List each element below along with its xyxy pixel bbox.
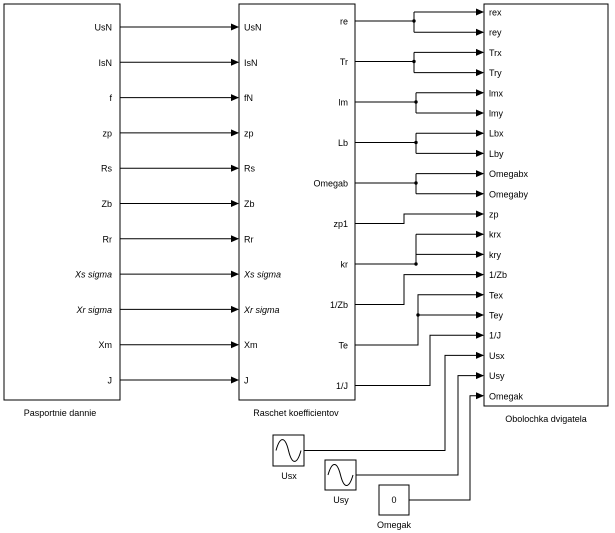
- branch-point: [412, 19, 416, 23]
- branch-point: [414, 100, 418, 104]
- output-port-lm: lm: [339, 98, 349, 108]
- signal-line[interactable]: [409, 392, 484, 501]
- signal-line[interactable]: [356, 372, 484, 476]
- input-port-xs-sigma: Xs sigma: [243, 270, 281, 280]
- sine-wave-icon: [275, 439, 302, 462]
- input-port-xm: Xm: [244, 340, 258, 350]
- input-port-lmx: lmx: [489, 88, 503, 98]
- branch-point: [414, 140, 418, 145]
- branch-point: [412, 59, 416, 64]
- block-usy-sine-wave[interactable]: Usy: [324, 459, 357, 505]
- output-port-1-zb: 1/Zb: [330, 300, 348, 310]
- output-port-zb: Zb: [101, 199, 112, 209]
- input-port-usn: UsN: [244, 23, 262, 33]
- signal-line[interactable]: [355, 271, 484, 305]
- input-port-1-zb: 1/Zb: [489, 270, 507, 280]
- block-name-omegak: Omegak: [377, 520, 412, 530]
- output-port-1-j: 1/J: [336, 381, 348, 391]
- input-port-rr: Rr: [244, 234, 254, 244]
- input-port-rs: Rs: [244, 164, 255, 174]
- output-port-omegab: Omegab: [313, 179, 348, 189]
- input-port-omegak: Omegak: [489, 391, 524, 401]
- input-port-omegaby: Omegaby: [489, 189, 529, 199]
- output-port-xm: Xm: [99, 340, 113, 350]
- input-port-xr-sigma: Xr sigma: [243, 305, 280, 315]
- input-port-zb: Zb: [244, 199, 255, 209]
- input-port-1-j: 1/J: [489, 331, 501, 341]
- output-port-te: Te: [338, 341, 348, 351]
- input-port-isn: IsN: [244, 58, 258, 68]
- input-port-usy: Usy: [489, 371, 505, 381]
- input-port-zp: zp: [244, 128, 254, 138]
- input-port-trx: Trx: [489, 48, 502, 58]
- branch-point: [416, 313, 420, 317]
- output-port-f: f: [109, 93, 112, 103]
- input-port-kry: kry: [489, 250, 501, 260]
- input-port-fn: fN: [244, 93, 253, 103]
- constant-value: 0: [391, 495, 396, 505]
- signal-wires: [120, 8, 484, 501]
- output-port-kr: kr: [341, 260, 349, 270]
- block-name-usx: Usx: [281, 471, 297, 481]
- input-port-lbx: Lbx: [489, 129, 504, 139]
- input-port-j: J: [244, 376, 249, 386]
- input-port-tey: Tey: [489, 311, 504, 321]
- output-port-zp: zp: [102, 128, 112, 138]
- output-port-tr: Tr: [340, 57, 348, 67]
- input-port-lby: Lby: [489, 149, 504, 159]
- output-port-usn: UsN: [95, 23, 113, 33]
- input-port-try: Try: [489, 68, 502, 78]
- block-name-pasportnie-dannie: Pasportnie dannie: [24, 408, 97, 418]
- output-port-rs: Rs: [101, 164, 112, 174]
- signal-line[interactable]: [304, 351, 484, 451]
- sine-wave-icon: [327, 464, 354, 486]
- output-port-xr-sigma: Xr sigma: [75, 305, 112, 315]
- output-port-xs-sigma: Xs sigma: [74, 270, 112, 280]
- block-usx-sine-wave[interactable]: Usx: [272, 434, 305, 481]
- block-name-obolochka-dvigatela: Obolochka dvigatela: [505, 414, 587, 424]
- input-port-zp: zp: [489, 210, 499, 220]
- signal-line[interactable]: [355, 331, 484, 386]
- input-port-lmy: lmy: [489, 109, 503, 119]
- output-port-zp1: zp1: [333, 219, 348, 229]
- input-port-omegabx: Omegabx: [489, 169, 529, 179]
- input-port-usx: Usx: [489, 351, 505, 361]
- output-port-re: re: [340, 17, 348, 27]
- block-name-usy: Usy: [333, 495, 349, 505]
- input-port-krx: krx: [489, 230, 501, 240]
- block-omegak-constant[interactable]: 0 Omegak: [377, 484, 412, 530]
- branch-point: [414, 181, 418, 185]
- signal-line[interactable]: [355, 210, 484, 224]
- output-port-lb: Lb: [338, 138, 348, 148]
- input-port-tex: Tex: [489, 290, 504, 300]
- output-port-rr: Rr: [103, 234, 113, 244]
- branch-point: [414, 262, 418, 266]
- output-port-j: J: [108, 376, 113, 386]
- input-port-rey: rey: [489, 28, 502, 38]
- output-port-isn: IsN: [99, 58, 113, 68]
- block-name-raschet-koefficientov: Raschet koefficientov: [253, 408, 339, 418]
- input-port-rex: rex: [489, 8, 502, 18]
- signal-line[interactable]: [355, 291, 484, 346]
